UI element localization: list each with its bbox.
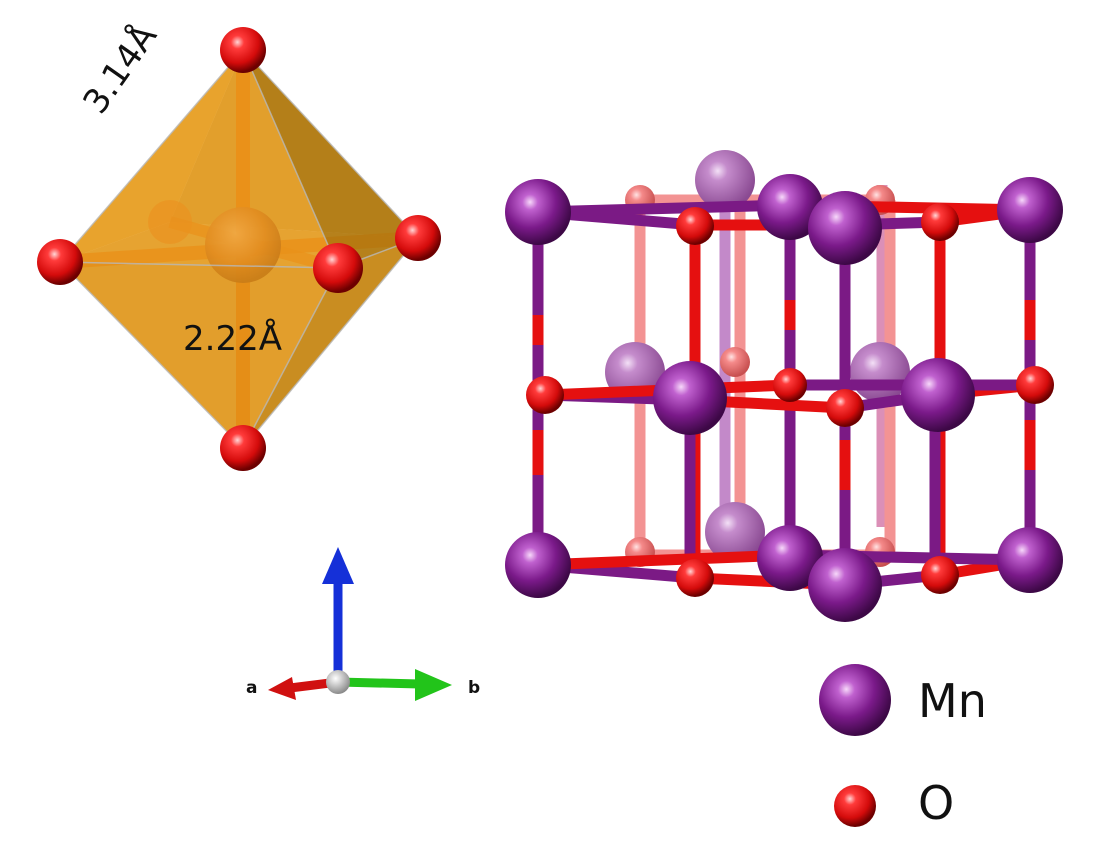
axis-b-label: b [468, 678, 481, 698]
lattice-o-atom [921, 203, 959, 241]
octa-o-atom-right [395, 215, 441, 261]
lattice-o-atom [676, 559, 714, 597]
o-atom-icon [834, 785, 876, 827]
axis-origin-sphere [326, 670, 350, 694]
lattice-o-atom [921, 556, 959, 594]
octa-o-atom-top [220, 27, 266, 73]
lattice-mn-atom [901, 358, 975, 432]
lattice-o-atom [1016, 366, 1054, 404]
lattice-mn-atom [505, 532, 571, 598]
octa-o-atom-bottom [220, 425, 266, 471]
octa-face-front-bottom-left [60, 262, 338, 448]
lattice-o-atom [676, 207, 714, 245]
lattice-mn-atom [505, 179, 571, 245]
lattice-o-atom-back [720, 347, 750, 377]
octa-face-front-right [243, 50, 418, 268]
lattice-mn-atom [808, 191, 882, 265]
lattice-o-atom [826, 389, 864, 427]
axis-a-label: a [246, 678, 258, 698]
legend-label-mn: Mn [918, 674, 987, 728]
axis-b-arrowhead [415, 669, 452, 701]
legend-label-o: O [918, 776, 955, 830]
bond-length-label: 2.22Å [183, 319, 282, 359]
mn-atom-icon [819, 664, 891, 736]
lattice-mn-atom [808, 548, 882, 622]
lattice-o-atom [526, 376, 564, 414]
lattice-mn-atom [997, 527, 1063, 593]
lattice-mn-atom-back [850, 342, 910, 402]
axis-indicator [268, 547, 452, 701]
axis-c-arrowhead [322, 547, 354, 584]
lattice-mn-atom-back [705, 502, 765, 562]
octa-face-front-left [60, 50, 338, 268]
lattice-mn-atom [757, 525, 823, 591]
lattice-mn-atom-back [695, 150, 755, 210]
mno6-octahedron [37, 27, 441, 471]
octa-o-atom-front [313, 243, 363, 293]
lattice-mn-atom [653, 361, 727, 435]
lattice-mn-atom [997, 177, 1063, 243]
mno-crystal-lattice [505, 150, 1063, 622]
axis-b-arrow [337, 677, 421, 689]
lattice-o-atom [773, 368, 807, 402]
axis-a-arrowhead [268, 677, 296, 700]
lattice-mn-atom [757, 174, 823, 240]
octa-o-atom-left [37, 239, 83, 285]
